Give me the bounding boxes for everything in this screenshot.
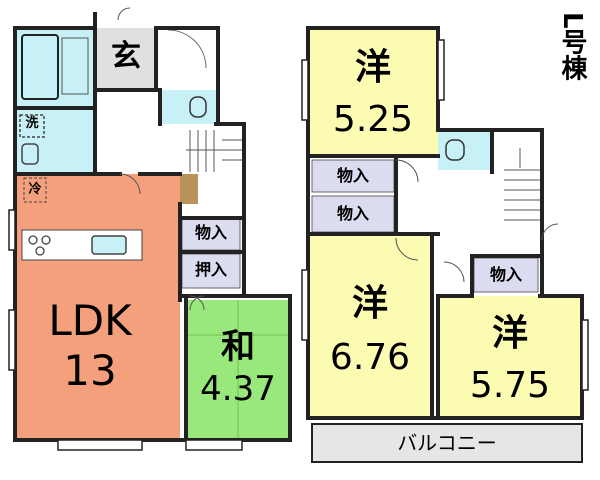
building-label: L号棟 [557, 12, 587, 81]
toilet-room-2f [438, 132, 492, 170]
ldk-room [15, 174, 180, 440]
window [301, 269, 309, 341]
washing-machine-icon [19, 114, 45, 138]
door-swing-icon [119, 173, 141, 195]
japanese-room-name: 和 [221, 327, 255, 367]
window [8, 209, 16, 251]
door-swing-icon [189, 295, 205, 311]
closet-box [181, 253, 241, 289]
door-swing-icon [189, 295, 205, 311]
storage-c-label: 物入 [489, 265, 522, 284]
toilet-room [160, 90, 216, 124]
room-a-name: 洋 [354, 47, 391, 88]
western-room-a [308, 28, 438, 154]
door-swing-icon [395, 159, 419, 183]
storage-b-label: 物入 [336, 204, 369, 223]
door-swing-icon [443, 261, 465, 283]
entrance-area [96, 28, 156, 90]
ldk-size: 13 [63, 346, 117, 395]
balcony-label: バルコニー [397, 431, 497, 455]
fridge-icon [23, 177, 47, 203]
room-b-name: 洋 [351, 283, 388, 324]
room-c-size: 5.75 [469, 365, 551, 406]
second-floor [301, 26, 589, 463]
toilet-icon [189, 96, 207, 118]
toilet-icon [445, 139, 465, 161]
closet-label: 押入 [194, 260, 227, 279]
sink-icon [21, 143, 39, 165]
room-a-size: 5.25 [332, 99, 414, 140]
washroom [15, 108, 95, 173]
door-swing-icon [395, 237, 419, 261]
bathroom [15, 28, 95, 108]
window [437, 39, 445, 101]
window [185, 439, 243, 451]
window [581, 319, 589, 391]
window [301, 59, 309, 121]
storage-a-box [311, 159, 395, 193]
bathtub-icon [21, 34, 59, 100]
first-floor [8, 7, 292, 451]
storage-a-label: 物入 [336, 166, 369, 185]
kitchen-sink-icon [91, 235, 127, 255]
japanese-room-size: 4.37 [200, 369, 276, 409]
stove-icon [28, 235, 51, 256]
door-swing-icon [541, 223, 559, 241]
window [8, 309, 16, 371]
washroom-label: 洗 [25, 116, 39, 131]
western-room-c [438, 296, 580, 418]
room-b-size: 6.76 [329, 337, 411, 378]
fridge-label: 冷 [28, 182, 42, 197]
window [57, 439, 143, 451]
ldk-name: LDK [48, 296, 132, 345]
balcony-area [311, 423, 583, 463]
entrance-label: 玄 [111, 39, 141, 74]
western-room-b [308, 236, 432, 418]
stairs-icon [504, 148, 540, 221]
pantry-block [180, 174, 198, 204]
room-c-name: 洋 [491, 313, 528, 354]
storage-1f-label: 物入 [194, 223, 227, 242]
stairs-icon [182, 126, 244, 174]
storage-1f-box [181, 217, 241, 251]
